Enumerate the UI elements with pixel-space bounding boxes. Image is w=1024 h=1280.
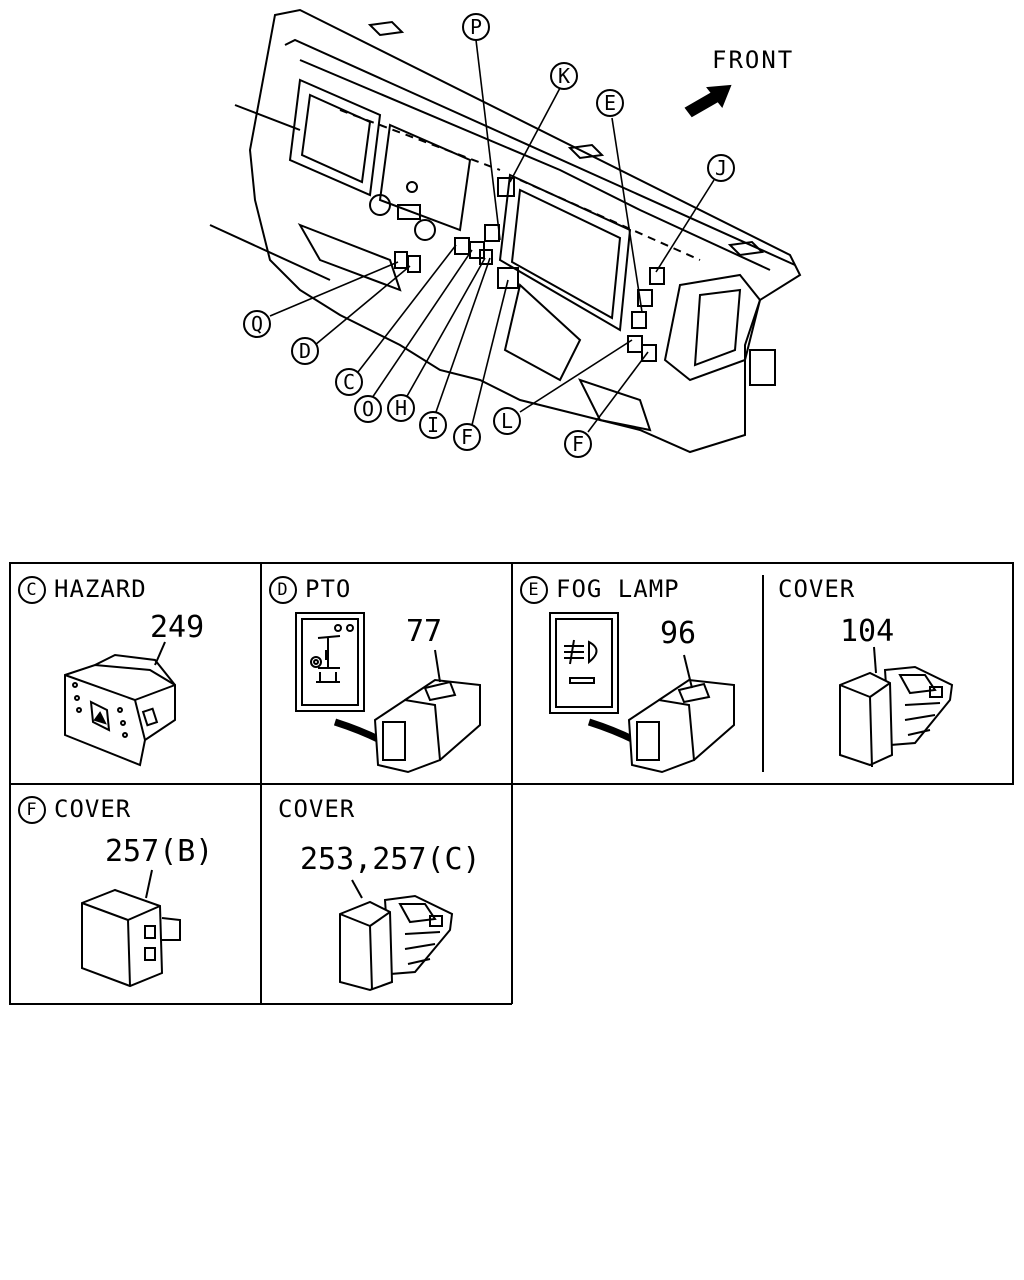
dashboard-body xyxy=(248,8,802,454)
hazard-switch-drawing xyxy=(64,641,176,767)
callout-labels: P K E J Q D C O H I F L F xyxy=(243,13,735,458)
pto-switch-drawing xyxy=(295,612,481,774)
dashboard-overview-illustration: FRONT P K E J Q D C O H I F L F xyxy=(209,8,802,458)
callout-leaders xyxy=(269,39,715,433)
part-number-hazard: 249 xyxy=(150,610,205,645)
callout-d: D xyxy=(291,337,319,365)
callout-h: H xyxy=(387,394,415,422)
callout-f-2: F xyxy=(564,430,592,458)
cell-title-cover-e: COVER xyxy=(778,575,856,603)
svg-text:J: J xyxy=(715,156,727,180)
svg-text:E: E xyxy=(604,91,616,115)
part-number-cover-f: 257(B) xyxy=(105,834,214,869)
part-number-cover-253: 253,257(C) xyxy=(300,842,481,877)
cover-104-drawing xyxy=(839,646,954,768)
svg-text:O: O xyxy=(362,397,374,421)
svg-text:C: C xyxy=(343,370,355,394)
svg-text:FRONT: FRONT xyxy=(712,46,794,74)
callout-q: Q xyxy=(243,310,271,338)
cell-title-cover-253: COVER xyxy=(278,795,356,823)
callout-k: K xyxy=(550,62,578,90)
svg-text:L: L xyxy=(501,409,513,433)
part-number-pto: 77 xyxy=(406,614,443,649)
svg-text:P: P xyxy=(470,15,482,39)
callout-e: E xyxy=(596,89,624,117)
front-arrow: FRONT xyxy=(684,46,794,118)
callout-f: F xyxy=(453,423,481,451)
callout-p: P xyxy=(462,13,490,41)
part-number-fog-lamp: 96 xyxy=(660,616,697,651)
svg-text:F: F xyxy=(572,432,584,456)
svg-text:I: I xyxy=(427,413,439,437)
svg-text:D: D xyxy=(299,339,311,363)
svg-text:H: H xyxy=(395,396,407,420)
callout-j: J xyxy=(707,154,735,182)
part-number-cover-e: 104 xyxy=(840,614,895,649)
cover-253-drawing xyxy=(339,879,454,992)
svg-text:F: F xyxy=(461,425,473,449)
callout-o: O xyxy=(354,395,382,423)
callout-i: I xyxy=(419,411,447,439)
svg-text:K: K xyxy=(558,64,570,88)
callout-c: C xyxy=(335,368,363,396)
fog-lamp-switch-drawing xyxy=(549,612,735,774)
cover-257b-drawing xyxy=(81,869,181,988)
callout-l: L xyxy=(493,407,521,435)
svg-text:Q: Q xyxy=(251,312,263,336)
